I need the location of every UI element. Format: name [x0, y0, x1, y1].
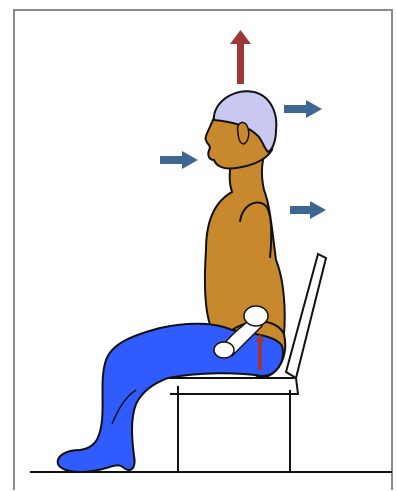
arrow-right-icon [284, 100, 322, 118]
head-up-arrow-head [230, 30, 251, 44]
pelvis-bone-end [214, 342, 234, 358]
chair-seat [170, 378, 298, 394]
frame-border [14, 10, 392, 490]
blue-arrow-back-shaft [290, 206, 312, 214]
arrow-right-icon [160, 151, 198, 169]
chair-backrest [286, 254, 326, 378]
arrow-up-icon [230, 30, 251, 84]
blue-arrow-back-head-shaft [284, 105, 308, 113]
blue-arrow-face-tip [182, 151, 198, 169]
blue-arrow-back-head-tip [306, 100, 322, 118]
arrow-right-icon [290, 201, 326, 219]
ear [238, 122, 249, 144]
blue-arrow-back-tip [310, 201, 326, 219]
blue-arrow-face-shaft [160, 156, 184, 164]
pelvis-bone-head [244, 306, 268, 326]
legs [58, 324, 283, 472]
head-up-arrow-shaft [237, 42, 244, 84]
seat-force-arrow-shaft [258, 340, 262, 370]
